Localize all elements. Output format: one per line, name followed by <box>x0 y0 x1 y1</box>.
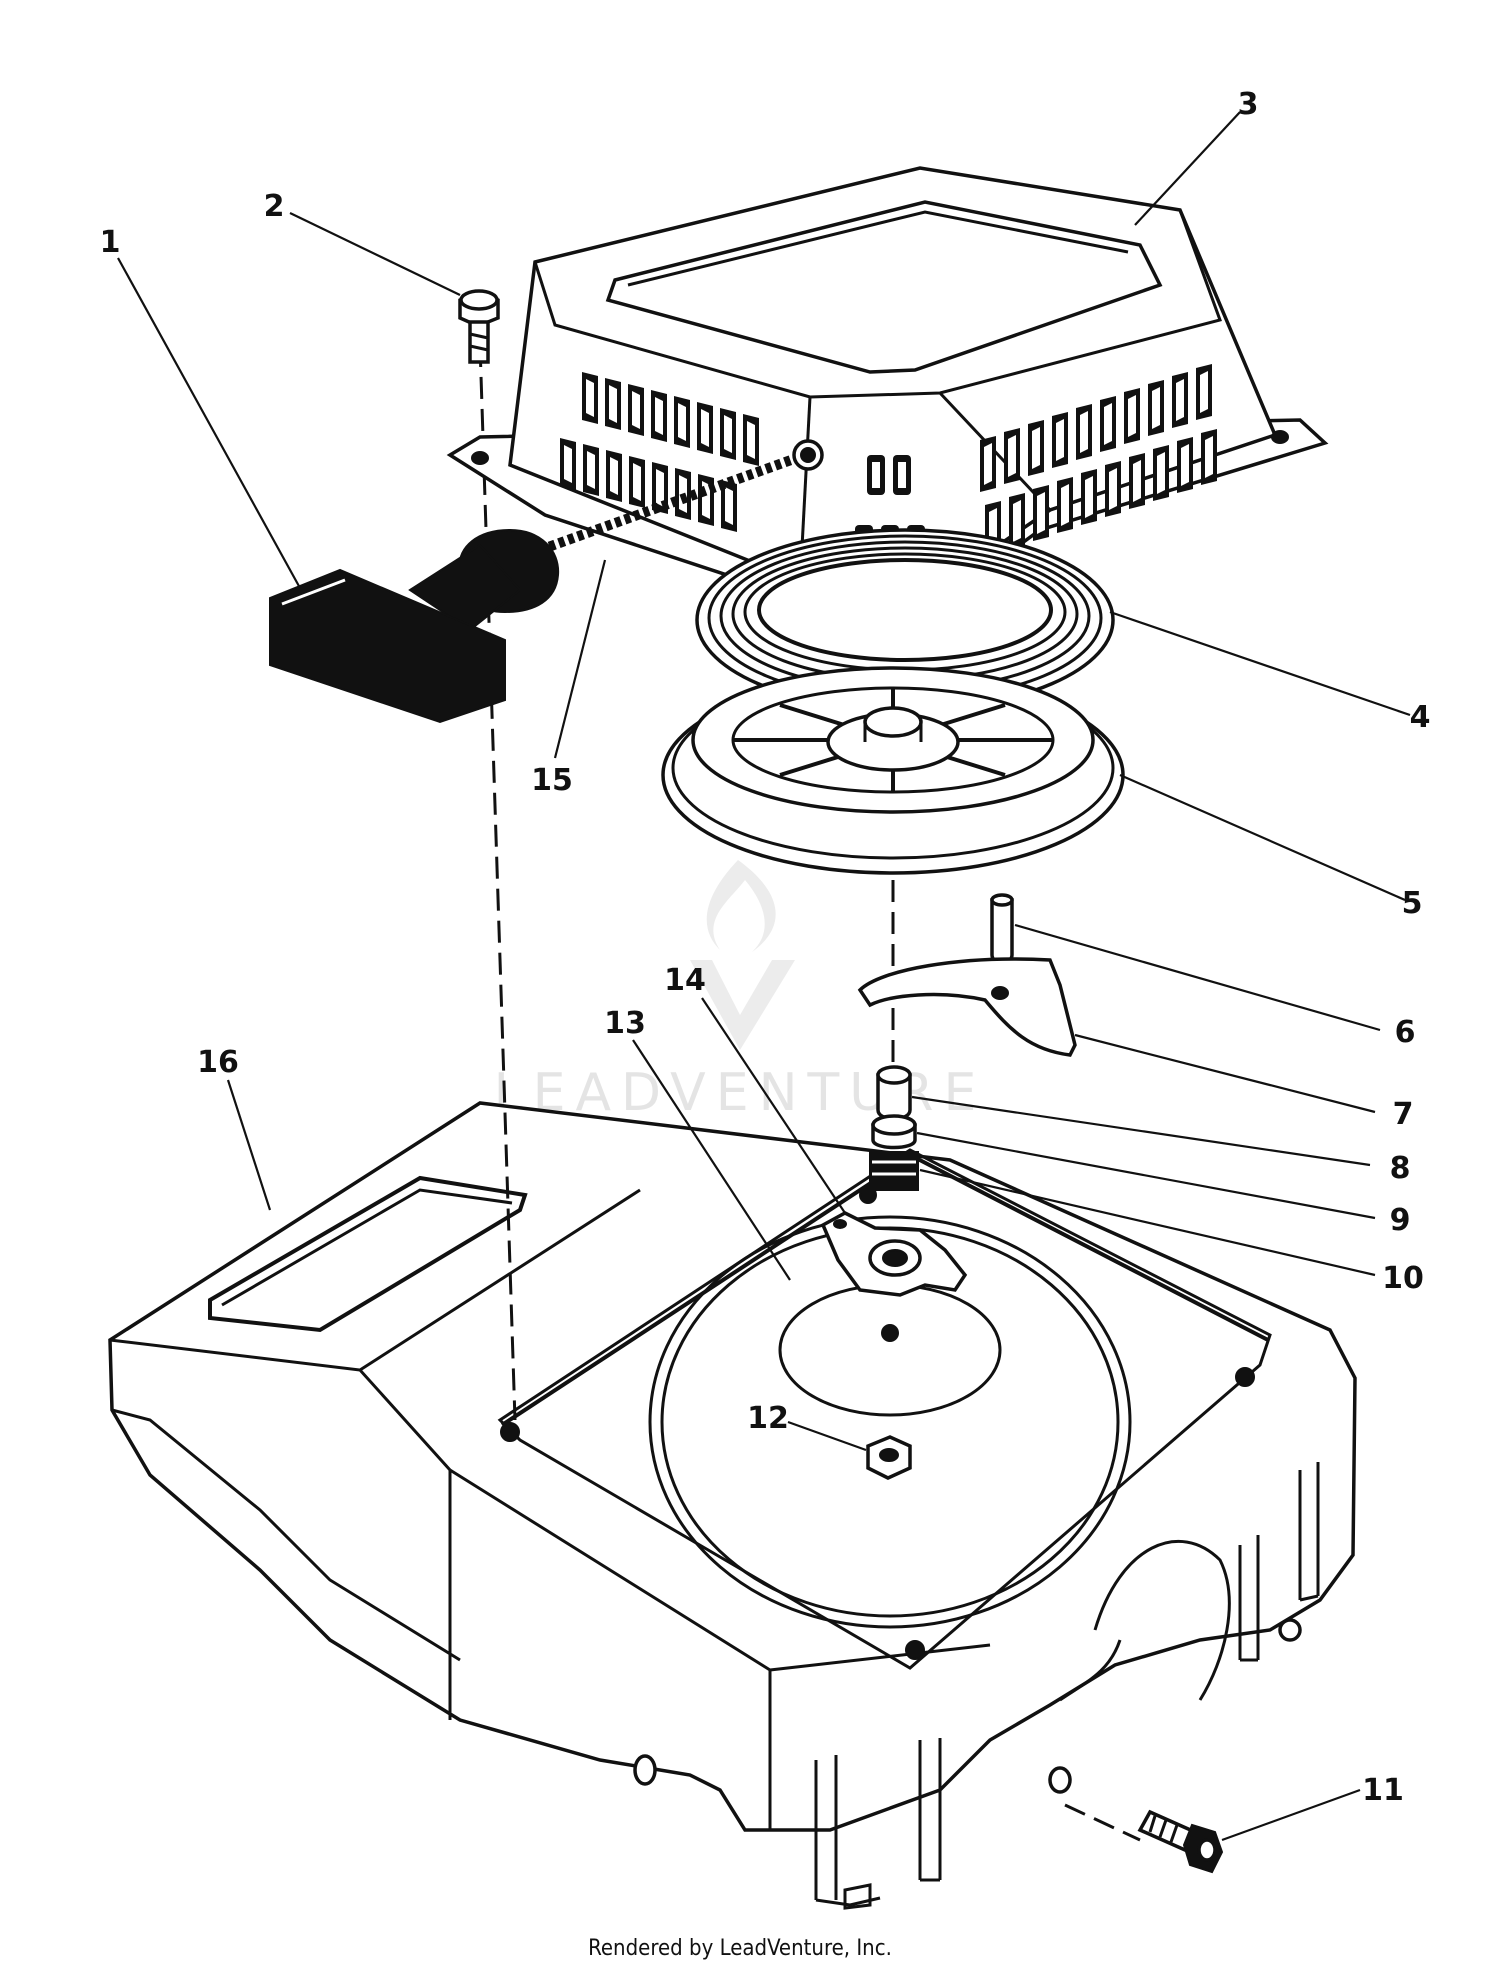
part-8-spacer <box>876 1065 912 1121</box>
part-10-spring <box>869 1151 919 1191</box>
part-12-nut <box>866 1435 912 1480</box>
watermark-flame-icon <box>690 860 795 1050</box>
leader-7 <box>1074 1033 1376 1114</box>
part-2-screw <box>458 289 500 364</box>
callout-7: 7 <box>1393 1097 1414 1132</box>
callout-5: 5 <box>1402 886 1423 921</box>
part-3-left-vents <box>560 372 759 532</box>
part-3-right-vents <box>980 364 1217 557</box>
callout-12: 12 <box>747 1401 789 1436</box>
leader-3 <box>1134 111 1241 226</box>
leader-15 <box>553 559 607 759</box>
leader-6 <box>1014 923 1381 1032</box>
part-16-blower-housing <box>108 1101 1357 1910</box>
part-9-washer <box>871 1114 917 1150</box>
leader-12 <box>787 1420 867 1452</box>
leader-4 <box>1109 610 1411 717</box>
alignment-lines <box>478 344 1141 1842</box>
callout-14: 14 <box>664 963 706 998</box>
leader-5 <box>1119 773 1406 902</box>
part-5-pulley <box>661 666 1125 875</box>
part-1-starter-handle <box>269 528 560 724</box>
callout-4: 4 <box>1410 700 1431 735</box>
leader-10 <box>919 1168 1376 1277</box>
callout-1: 1 <box>100 225 121 260</box>
callout-3: 3 <box>1238 87 1259 122</box>
leader-9 <box>916 1131 1376 1220</box>
leader-2 <box>289 212 461 296</box>
callout-15: 15 <box>531 763 573 798</box>
callout-11: 11 <box>1362 1773 1404 1808</box>
part-11-bolt <box>1137 1809 1224 1874</box>
credit-text: Rendered by LeadVenture, Inc. <box>588 1936 892 1961</box>
leader-11 <box>1221 1788 1361 1842</box>
callout-9: 9 <box>1390 1203 1411 1238</box>
callout-10: 10 <box>1382 1261 1424 1296</box>
part-14-retainer <box>820 1211 968 1297</box>
leader-8 <box>911 1095 1371 1167</box>
callout-labels: 1 2 3 4 5 6 7 8 9 10 11 12 13 14 15 16 <box>100 87 1431 1808</box>
leader-lines <box>117 111 1411 1842</box>
callout-6: 6 <box>1395 1015 1416 1050</box>
callout-13: 13 <box>604 1006 646 1041</box>
leader-16 <box>226 1079 272 1211</box>
callout-16: 16 <box>197 1045 239 1080</box>
leader-13 <box>632 1039 791 1281</box>
callout-2: 2 <box>264 189 285 224</box>
leader-14 <box>701 997 846 1214</box>
leader-1 <box>117 257 301 589</box>
part-15-starter-rope <box>538 439 824 555</box>
part-7-pawl <box>857 957 1077 1057</box>
callout-8: 8 <box>1390 1151 1411 1186</box>
